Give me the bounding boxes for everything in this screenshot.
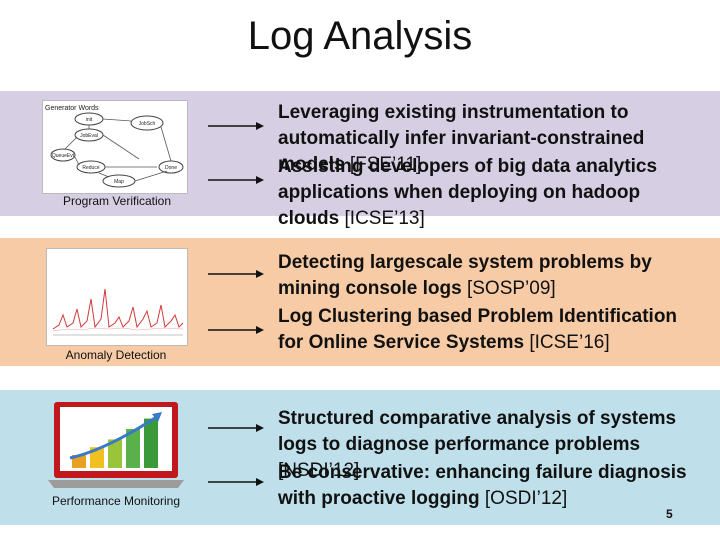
item-reference: [FSE’11] xyxy=(349,154,422,175)
item-text: Leveraging existing instrumentation to a… xyxy=(278,102,645,175)
item-sosp09: Detecting largescale system problems by … xyxy=(278,250,698,302)
item-reference: [SOSP’09] xyxy=(466,278,556,299)
svg-text:Done: Done xyxy=(165,165,177,171)
performance-bar xyxy=(108,439,122,468)
laptop-bar-chart-icon xyxy=(48,402,184,488)
slide-title: Log Analysis xyxy=(247,14,473,58)
arrow-icon xyxy=(208,478,264,486)
item-icse16: Log Clustering based Problem Identificat… xyxy=(278,304,698,356)
arrow-icon xyxy=(208,326,264,334)
arrow-icon xyxy=(208,424,264,432)
fsm-title: Generator Words xyxy=(45,105,99,112)
arrow-icon xyxy=(208,270,264,278)
svg-text:Map: Map xyxy=(114,179,124,185)
item-reference: [ICSE’13] xyxy=(344,208,425,229)
laptop-chart-thumbnail xyxy=(46,400,186,490)
item-text: Structured comparative analysis of syste… xyxy=(278,408,677,455)
performance-bars xyxy=(72,418,158,468)
item-icse13: Assisting developers of big data analyti… xyxy=(278,154,698,232)
anomaly-detection-caption: Anomaly Detection xyxy=(65,348,167,362)
svg-text:JobEval: JobEval xyxy=(80,133,98,139)
svg-text:JobSch: JobSch xyxy=(139,121,156,127)
item-fse11: Leveraging existing instrumentation to a… xyxy=(278,100,698,178)
svg-text:init: init xyxy=(86,117,93,123)
item-text: Log Clustering based Problem Identificat… xyxy=(278,306,678,353)
item-reference: [OSDI’12] xyxy=(484,488,568,509)
performance-monitoring-caption: Performance Monitoring xyxy=(51,494,181,508)
anomaly-waveform-icon xyxy=(52,288,184,336)
svg-text:QueueEvt: QueueEvt xyxy=(52,153,75,159)
performance-bar xyxy=(72,455,86,468)
item-osdi12: Be conservative: enhancing failure diagn… xyxy=(278,460,708,512)
item-reference: [NSDI’12] xyxy=(278,460,360,481)
arrow-icon xyxy=(208,122,264,130)
program-verification-caption: Program Verification xyxy=(62,194,172,208)
page-number: 5 xyxy=(666,507,673,521)
anomaly-chart-thumbnail xyxy=(46,248,188,346)
item-nsdi12: Structured comparative analysis of syste… xyxy=(278,406,698,484)
performance-bar xyxy=(90,447,104,468)
item-text: Detecting largescale system problems by … xyxy=(278,252,652,299)
arrow-icon xyxy=(208,176,264,184)
performance-bar xyxy=(126,429,140,468)
item-text: Assisting developers of big data analyti… xyxy=(278,156,658,229)
svg-text:Reduce: Reduce xyxy=(82,165,99,171)
performance-bar xyxy=(144,418,158,468)
item-text: Be conservative: enhancing failure diagn… xyxy=(278,462,687,509)
item-reference: [ICSE’16] xyxy=(529,332,610,353)
